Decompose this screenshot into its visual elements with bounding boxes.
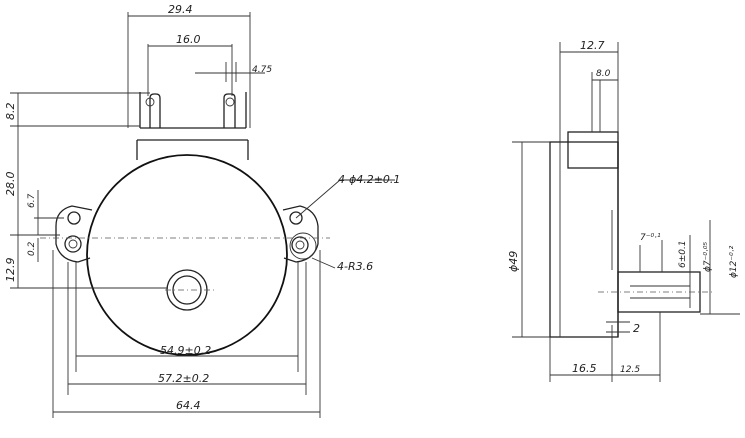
- motor-body-circle: [86, 154, 288, 356]
- dim-16-0: 16.0: [176, 33, 201, 46]
- side-shaft: [617, 271, 701, 313]
- dim-12-7: 12.7: [580, 39, 605, 52]
- dim-dia-49: ϕ49: [507, 251, 520, 272]
- hole-right-top: [289, 211, 303, 225]
- callout-holes: 4-ϕ4.2±0.1: [338, 173, 400, 186]
- dim-12-9: 12.9: [4, 258, 17, 283]
- side-view: 12.7 8.0 ϕ49 7⁻⁰·¹ 6±0.1 ϕ7⁻⁰·⁰⁵ ϕ12⁻⁰·²…: [507, 39, 740, 382]
- dim-12-5: 12.5: [620, 365, 640, 375]
- hole-left-top: [67, 211, 81, 225]
- front-view: 29.4 16.0 4.75 8.2 28.0 6.7 12.9 0.2 4-ϕ…: [4, 3, 400, 418]
- hole-right-bottom-inner: [295, 240, 305, 250]
- terminal-block: [136, 92, 249, 160]
- hole-left-bottom-inner: [68, 239, 78, 249]
- hole-left-bottom: [64, 235, 82, 253]
- dim-6-7: 6.7: [27, 193, 37, 208]
- dim-7-tol: 7⁻⁰·¹: [640, 233, 661, 243]
- hole-right-bottom: [291, 236, 309, 254]
- hole-right-radius: [289, 232, 317, 260]
- dim-dia-12: ϕ12⁻⁰·²: [729, 245, 739, 278]
- dim-2: 2: [633, 322, 640, 335]
- dim-8-0: 8.0: [596, 69, 611, 79]
- dim-64-4: 64.4: [176, 399, 201, 412]
- dim-54-9: 54.9±0.2: [160, 344, 211, 357]
- dim-8-2: 8.2: [4, 103, 17, 121]
- dim-28-0: 28.0: [4, 172, 17, 197]
- dim-29-4: 29.4: [168, 3, 193, 16]
- side-terminal: [567, 131, 619, 169]
- callout-radius: 4-R3.6: [337, 260, 373, 273]
- dim-6: 6±0.1: [678, 240, 688, 268]
- dim-dia-7: ϕ7⁻⁰·⁰⁵: [703, 242, 713, 272]
- dim-16-5: 16.5: [572, 362, 597, 375]
- dim-4-75: 4.75: [252, 65, 272, 75]
- dim-0-2: 0.2: [27, 241, 37, 256]
- dim-57-2: 57.2±0.2: [158, 372, 209, 385]
